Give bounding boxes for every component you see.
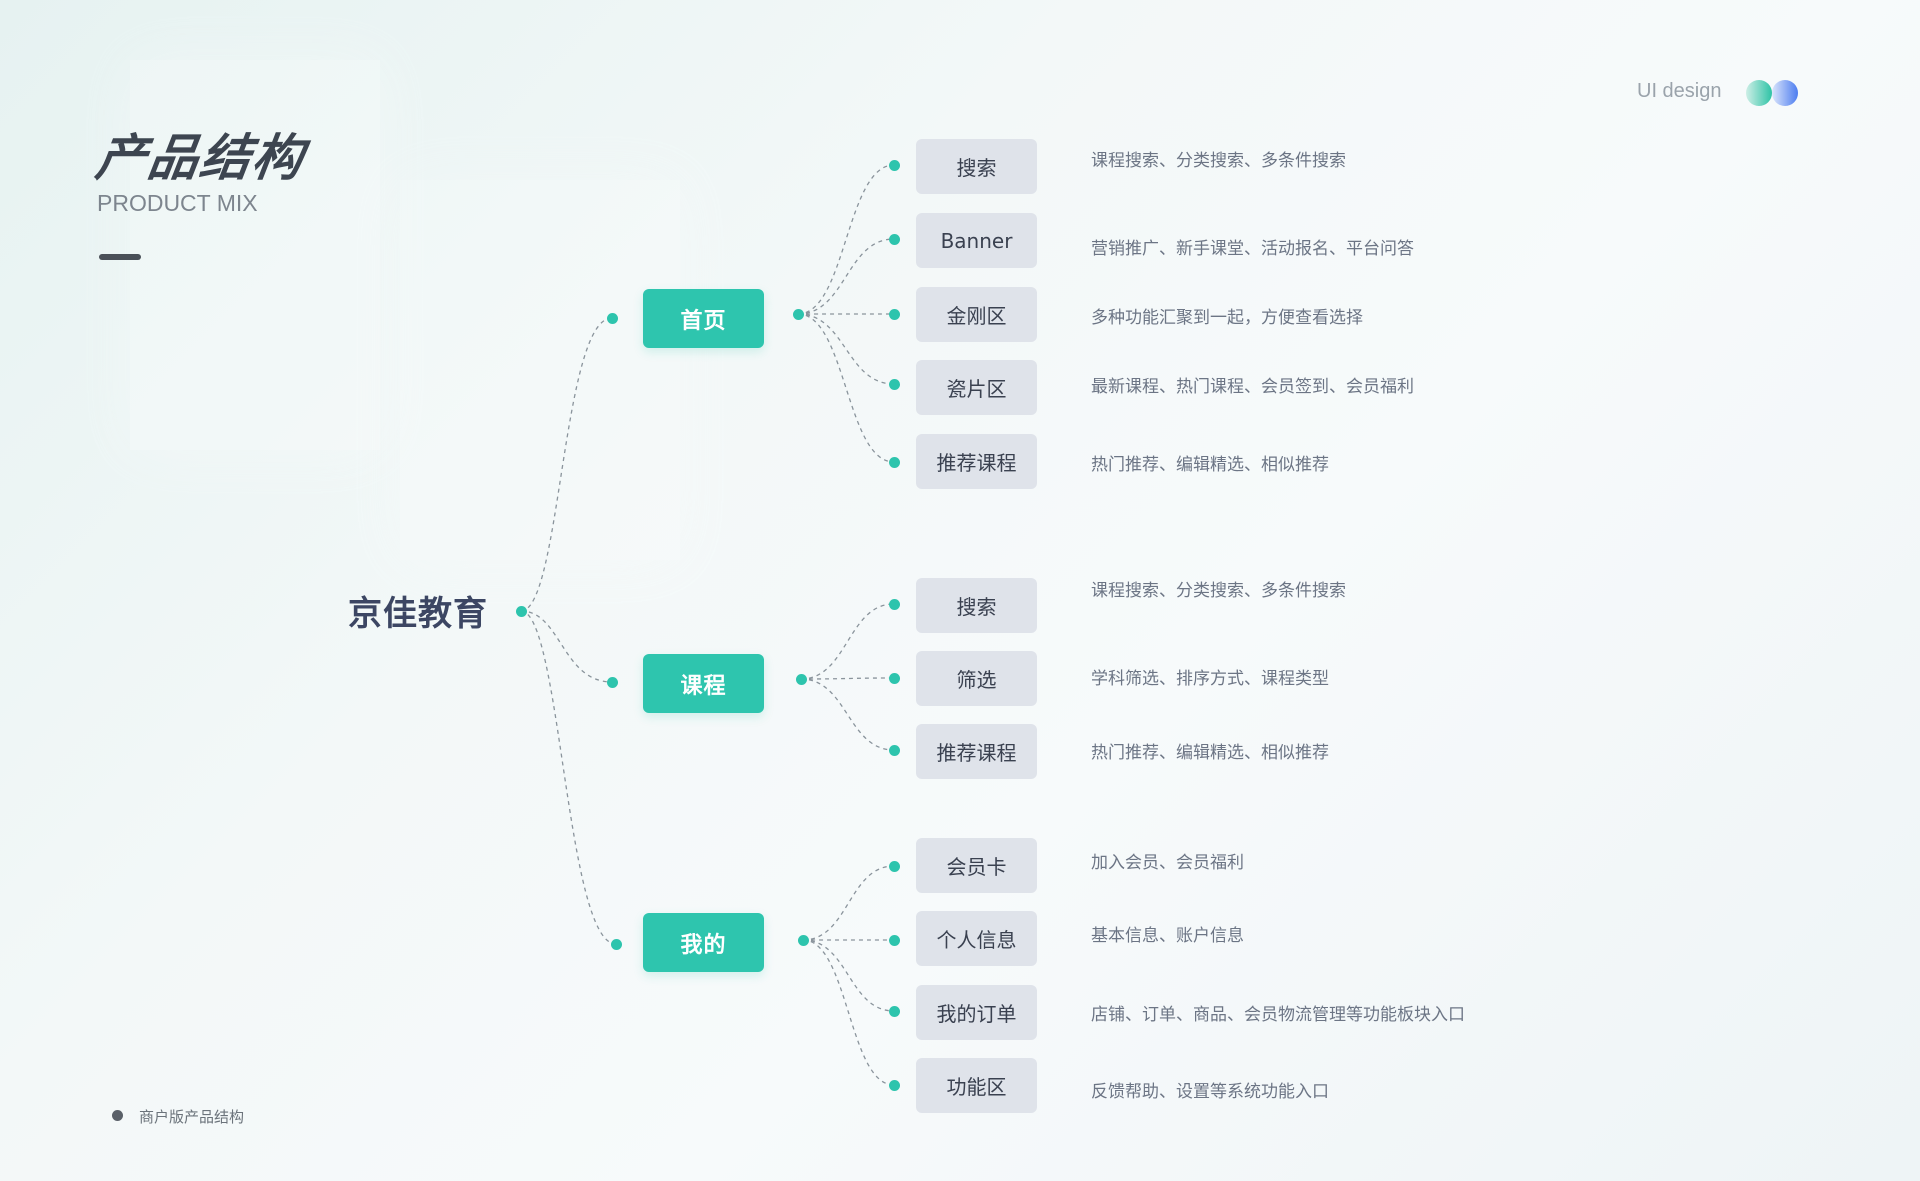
connector-line xyxy=(797,313,895,385)
page-subtitle: PRODUCT MIX xyxy=(97,190,258,216)
connector-line xyxy=(520,610,613,683)
connector-line xyxy=(520,317,613,612)
section-node-home: 首页 xyxy=(643,289,764,348)
leaf-node: 功能区 xyxy=(916,1058,1037,1113)
tree-root: 京佳教育 xyxy=(348,594,488,634)
connector-line xyxy=(797,313,895,463)
bullet-icon xyxy=(112,1110,123,1121)
leaf-node: 个人信息 xyxy=(916,911,1037,966)
connector-line xyxy=(797,238,895,315)
footer-note: 商户版产品结构 xyxy=(112,1106,244,1127)
leaf-description: 热门推荐、编辑精选、相似推荐 xyxy=(1091,743,1329,763)
leaf-description: 热门推荐、编辑精选、相似推荐 xyxy=(1091,455,1329,475)
leaf-node: 会员卡 xyxy=(916,838,1037,893)
leaf-entry-dot xyxy=(888,934,900,946)
toggle-left-circle xyxy=(1746,80,1772,106)
leaf-entry-dot xyxy=(888,672,900,684)
leaf-entry-dot xyxy=(888,1079,900,1091)
leaf-entry-dot xyxy=(888,159,900,171)
leaf-description: 加入会员、会员福利 xyxy=(1091,853,1244,873)
leaf-node: 推荐课程 xyxy=(916,434,1037,489)
section-exit-dot xyxy=(792,308,804,320)
theme-toggle-icon xyxy=(1746,80,1800,106)
title-underline xyxy=(99,254,141,260)
connector-line xyxy=(800,677,895,680)
leaf-description: 最新课程、热门课程、会员签到、会员福利 xyxy=(1091,377,1414,397)
leaf-node: 我的订单 xyxy=(916,985,1037,1040)
leaf-node: 筛选 xyxy=(916,651,1037,706)
leaf-entry-dot xyxy=(888,378,900,390)
leaf-description: 反馈帮助、设置等系统功能入口 xyxy=(1091,1082,1329,1102)
section-entry-dot xyxy=(606,676,618,688)
leaf-entry-dot xyxy=(888,598,900,610)
connector-line xyxy=(802,865,895,941)
section-exit-dot xyxy=(795,673,807,685)
connector-line xyxy=(520,610,617,945)
light-pane-decoration xyxy=(400,180,680,560)
footer-label: 商户版产品结构 xyxy=(139,1108,245,1126)
section-entry-dot xyxy=(610,938,622,950)
leaf-description: 多种功能汇聚到一起，方便查看选择 xyxy=(1091,308,1363,328)
leaf-node: 推荐课程 xyxy=(916,724,1037,779)
leaf-node: 瓷片区 xyxy=(916,360,1037,415)
leaf-description: 营销推广、新手课堂、活动报名、平台问答 xyxy=(1091,239,1414,259)
leaf-entry-dot xyxy=(888,860,900,872)
section-exit-dot xyxy=(797,934,809,946)
leaf-entry-dot xyxy=(888,744,900,756)
root-connector-dot xyxy=(515,605,527,617)
section-node-courses: 课程 xyxy=(643,654,764,713)
leaf-entry-dot xyxy=(888,233,900,245)
leaf-node: 搜索 xyxy=(916,139,1037,194)
connector-line xyxy=(800,678,895,751)
leaf-description: 课程搜索、分类搜索、多条件搜索 xyxy=(1091,151,1346,171)
light-pane-decoration xyxy=(130,60,380,450)
toggle-right-circle xyxy=(1772,80,1798,106)
connector-line xyxy=(797,164,895,315)
leaf-description: 基本信息、账户信息 xyxy=(1091,926,1244,946)
section-entry-dot xyxy=(606,312,618,324)
leaf-description: 店铺、订单、商品、会员物流管理等功能板块入口 xyxy=(1091,1005,1465,1025)
leaf-node: Banner xyxy=(916,213,1037,268)
leaf-node: 金刚区 xyxy=(916,287,1037,342)
leaf-node: 搜索 xyxy=(916,578,1037,633)
connector-line xyxy=(802,939,895,1086)
leaf-entry-dot xyxy=(888,456,900,468)
leaf-entry-dot xyxy=(888,1005,900,1017)
connector-line xyxy=(802,939,895,1012)
connector-line xyxy=(800,603,895,680)
ui-design-label: UI design xyxy=(1637,80,1722,102)
leaf-description: 学科筛选、排序方式、课程类型 xyxy=(1091,669,1329,689)
section-node-mine: 我的 xyxy=(643,913,764,972)
leaf-description: 课程搜索、分类搜索、多条件搜索 xyxy=(1091,581,1346,601)
leaf-entry-dot xyxy=(888,308,900,320)
